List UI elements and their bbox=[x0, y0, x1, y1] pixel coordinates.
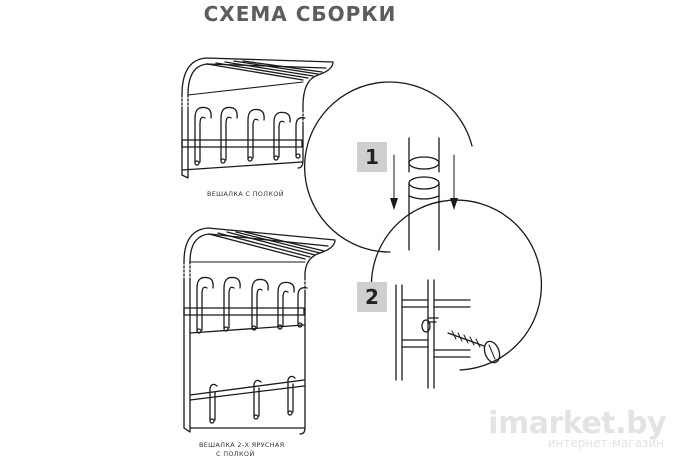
watermark-brand: imarket.by bbox=[488, 406, 666, 441]
step-1-detail bbox=[304, 81, 473, 253]
step-2-badge: 2 bbox=[357, 282, 387, 312]
two-tier-hanger-illustration bbox=[183, 227, 336, 435]
down-arrow-icon bbox=[390, 154, 398, 210]
screw-icon bbox=[447, 330, 501, 364]
caption-hanger-with-shelf: ВЕШАЛКА С ПОЛКОЙ bbox=[207, 190, 284, 198]
caption-two-tier-hanger-line1: ВЕШАЛКА 2-Х ЯРУСНАЯ bbox=[199, 441, 285, 449]
step-2-detail bbox=[370, 199, 543, 389]
watermark-subtitle: интернет-магазин bbox=[547, 436, 664, 450]
hanger-with-shelf-illustration bbox=[181, 57, 334, 179]
caption-two-tier-hanger-line2: С ПОЛКОЙ bbox=[216, 450, 255, 458]
down-arrow-icon bbox=[450, 154, 458, 210]
page-title: СХЕМА СБОРКИ bbox=[203, 2, 397, 26]
step-1-badge: 1 bbox=[357, 142, 387, 172]
